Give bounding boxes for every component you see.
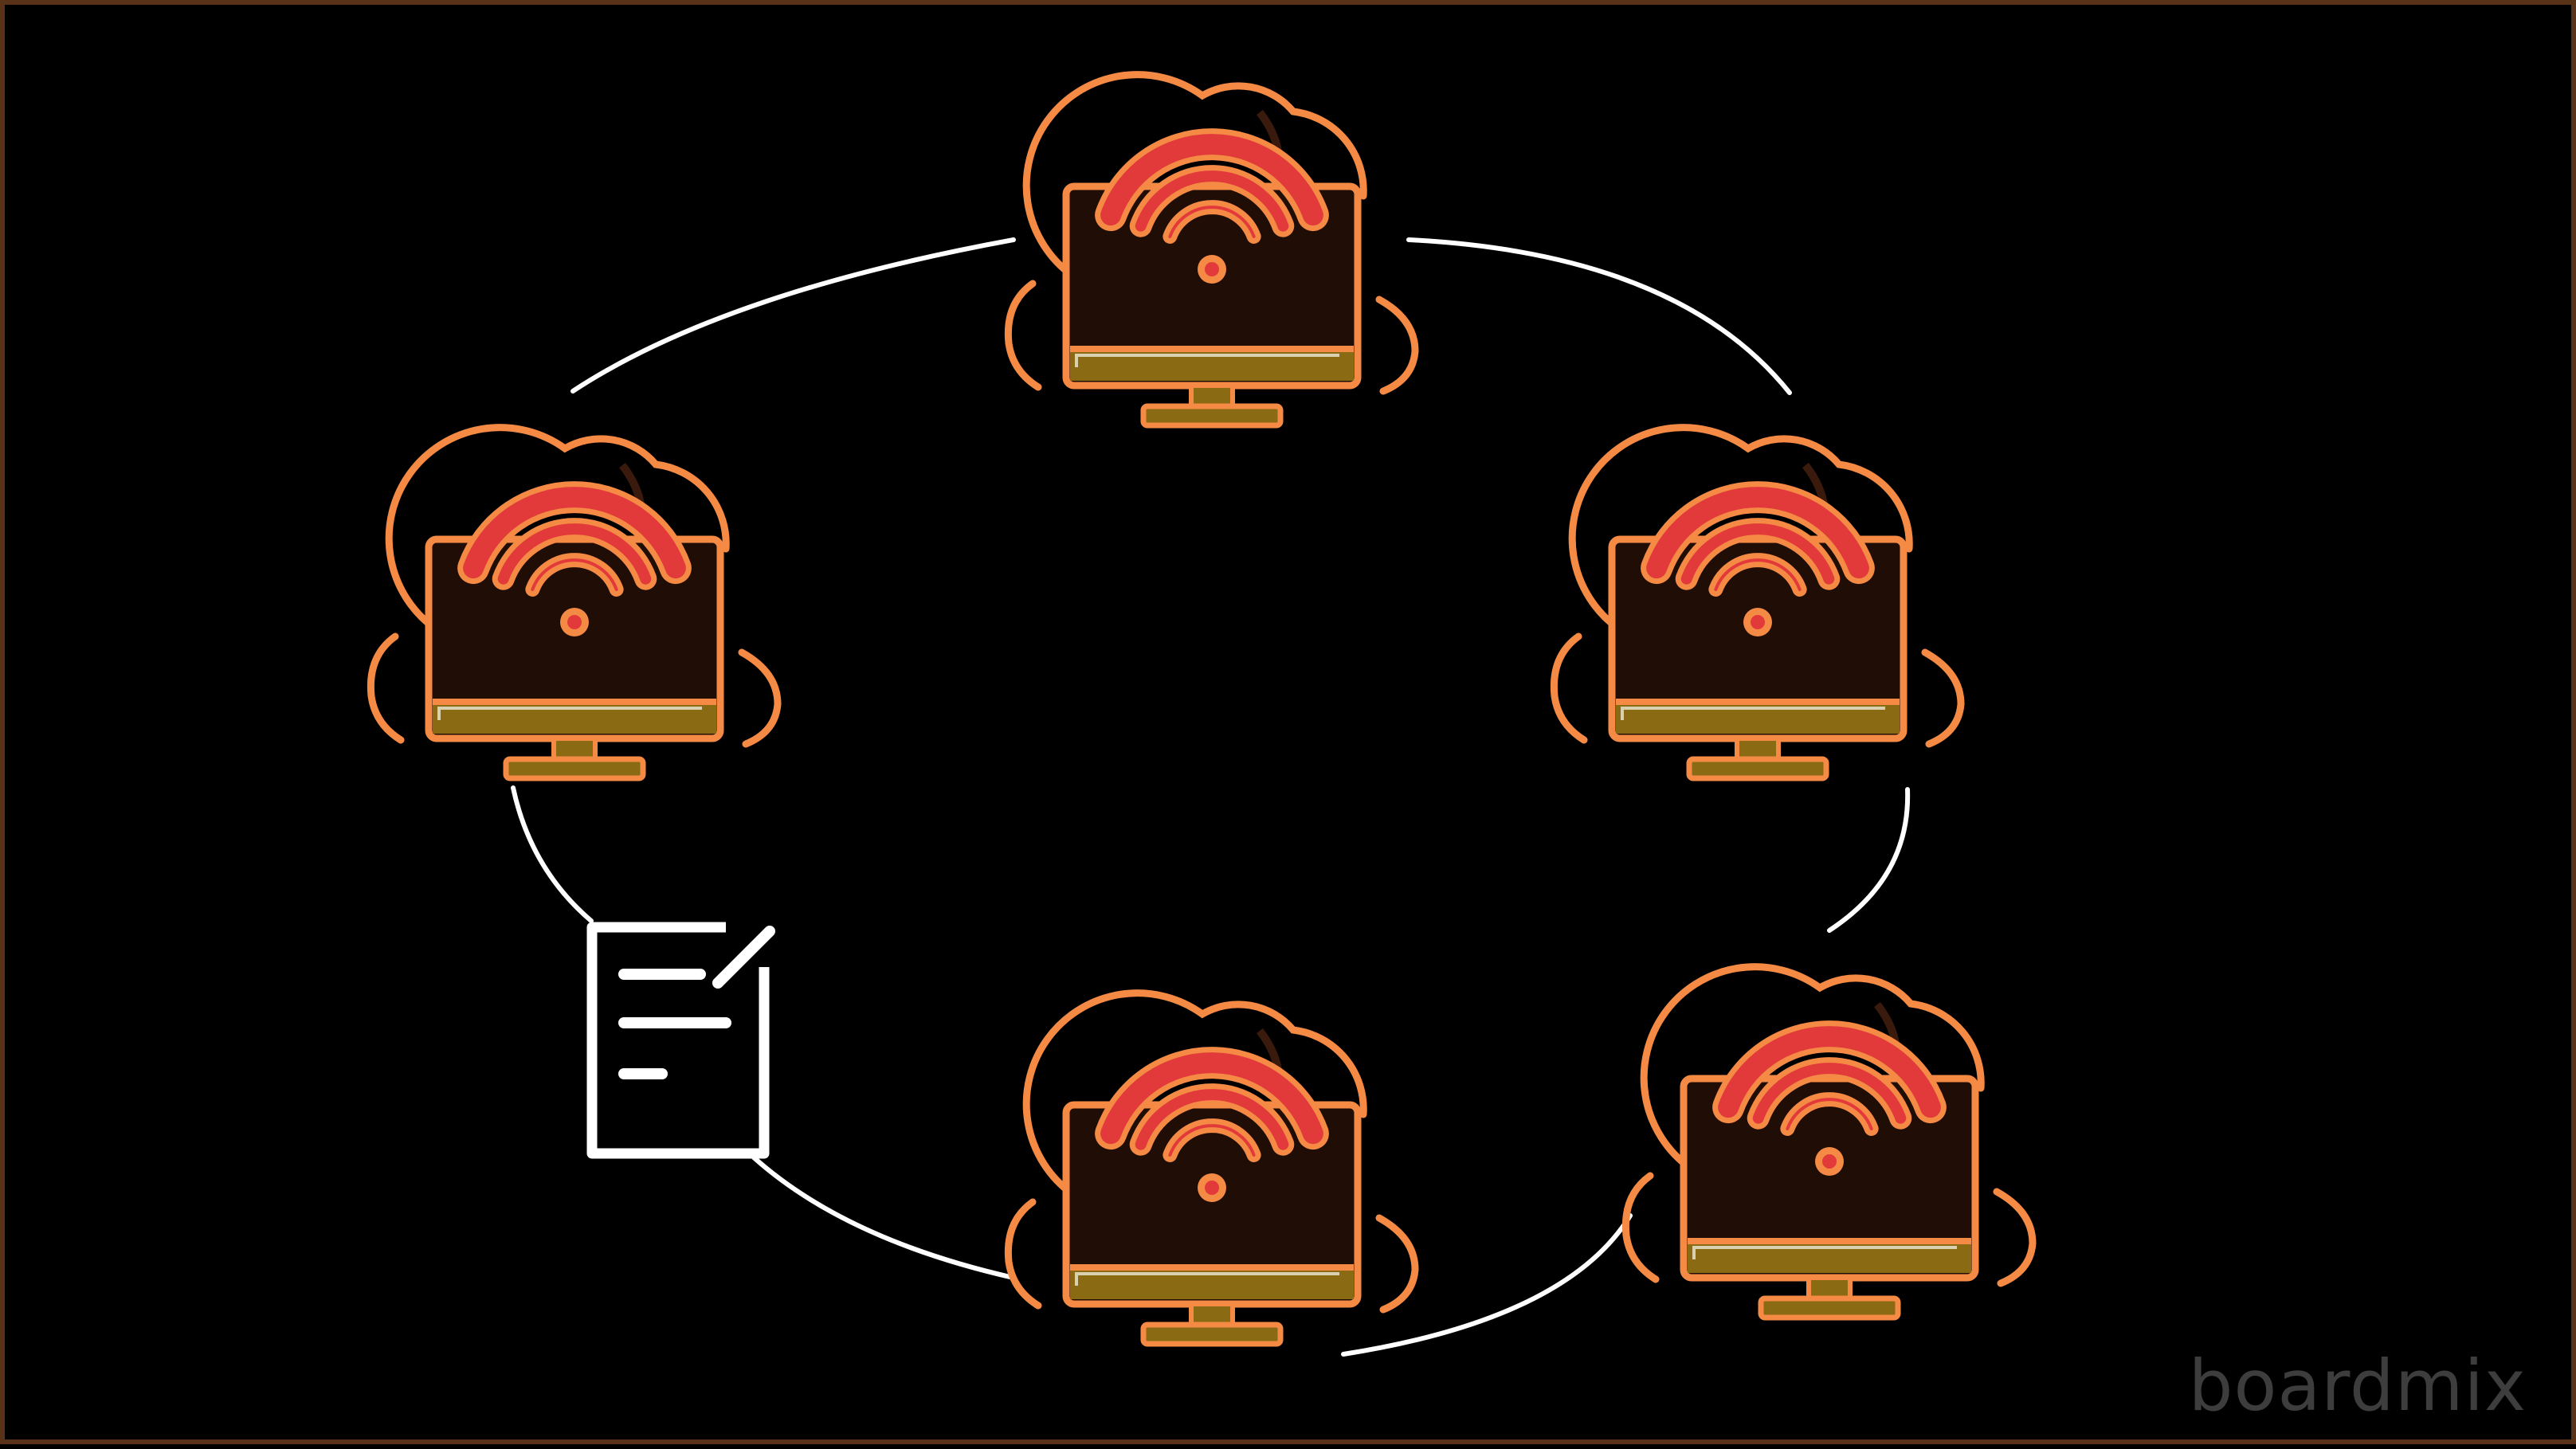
network-diagram — [367, 71, 2037, 1357]
node-top-cloud-computer-wifi-icon — [1004, 71, 1419, 429]
node-left-cloud-computer-wifi-icon — [367, 424, 782, 781]
connector-lines — [511, 237, 1911, 1357]
node-bottom-center-cloud-computer-wifi-icon — [1004, 989, 1419, 1347]
connector-bottom-center-to-document — [751, 1155, 1016, 1280]
connector-document-to-left — [511, 785, 594, 923]
node-bottom-right-cloud-computer-wifi-icon — [1621, 963, 2037, 1321]
document-node-document-edit-icon — [586, 922, 775, 1159]
connector-top-to-right — [1406, 237, 1792, 395]
connector-right-to-bottom-right — [1827, 787, 1911, 933]
connector-left-to-top — [570, 237, 1016, 394]
node-right-cloud-computer-wifi-icon — [1550, 424, 1965, 781]
connector-bottom-right-to-bottom-center — [1341, 1213, 1633, 1357]
watermark-label: boardmix — [2188, 1345, 2527, 1427]
